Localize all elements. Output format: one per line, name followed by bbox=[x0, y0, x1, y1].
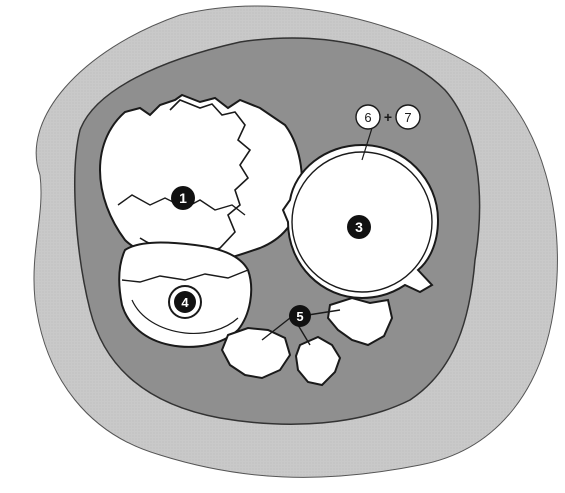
badge-4-text: 4 bbox=[181, 295, 189, 310]
badge-3-text: 3 bbox=[355, 219, 363, 235]
badge-7-text: 7 bbox=[404, 110, 411, 125]
badge-6-text: 6 bbox=[364, 110, 371, 125]
badge-5-text: 5 bbox=[296, 309, 303, 324]
fragment-1 bbox=[100, 95, 302, 262]
badge-1: 1 bbox=[171, 186, 195, 210]
badge-4: 4 bbox=[169, 286, 201, 318]
badge-1-text: 1 bbox=[179, 190, 187, 206]
plus-text: + bbox=[384, 109, 392, 125]
badge-3: 3 bbox=[347, 215, 371, 239]
badge-5: 5 bbox=[289, 305, 311, 327]
